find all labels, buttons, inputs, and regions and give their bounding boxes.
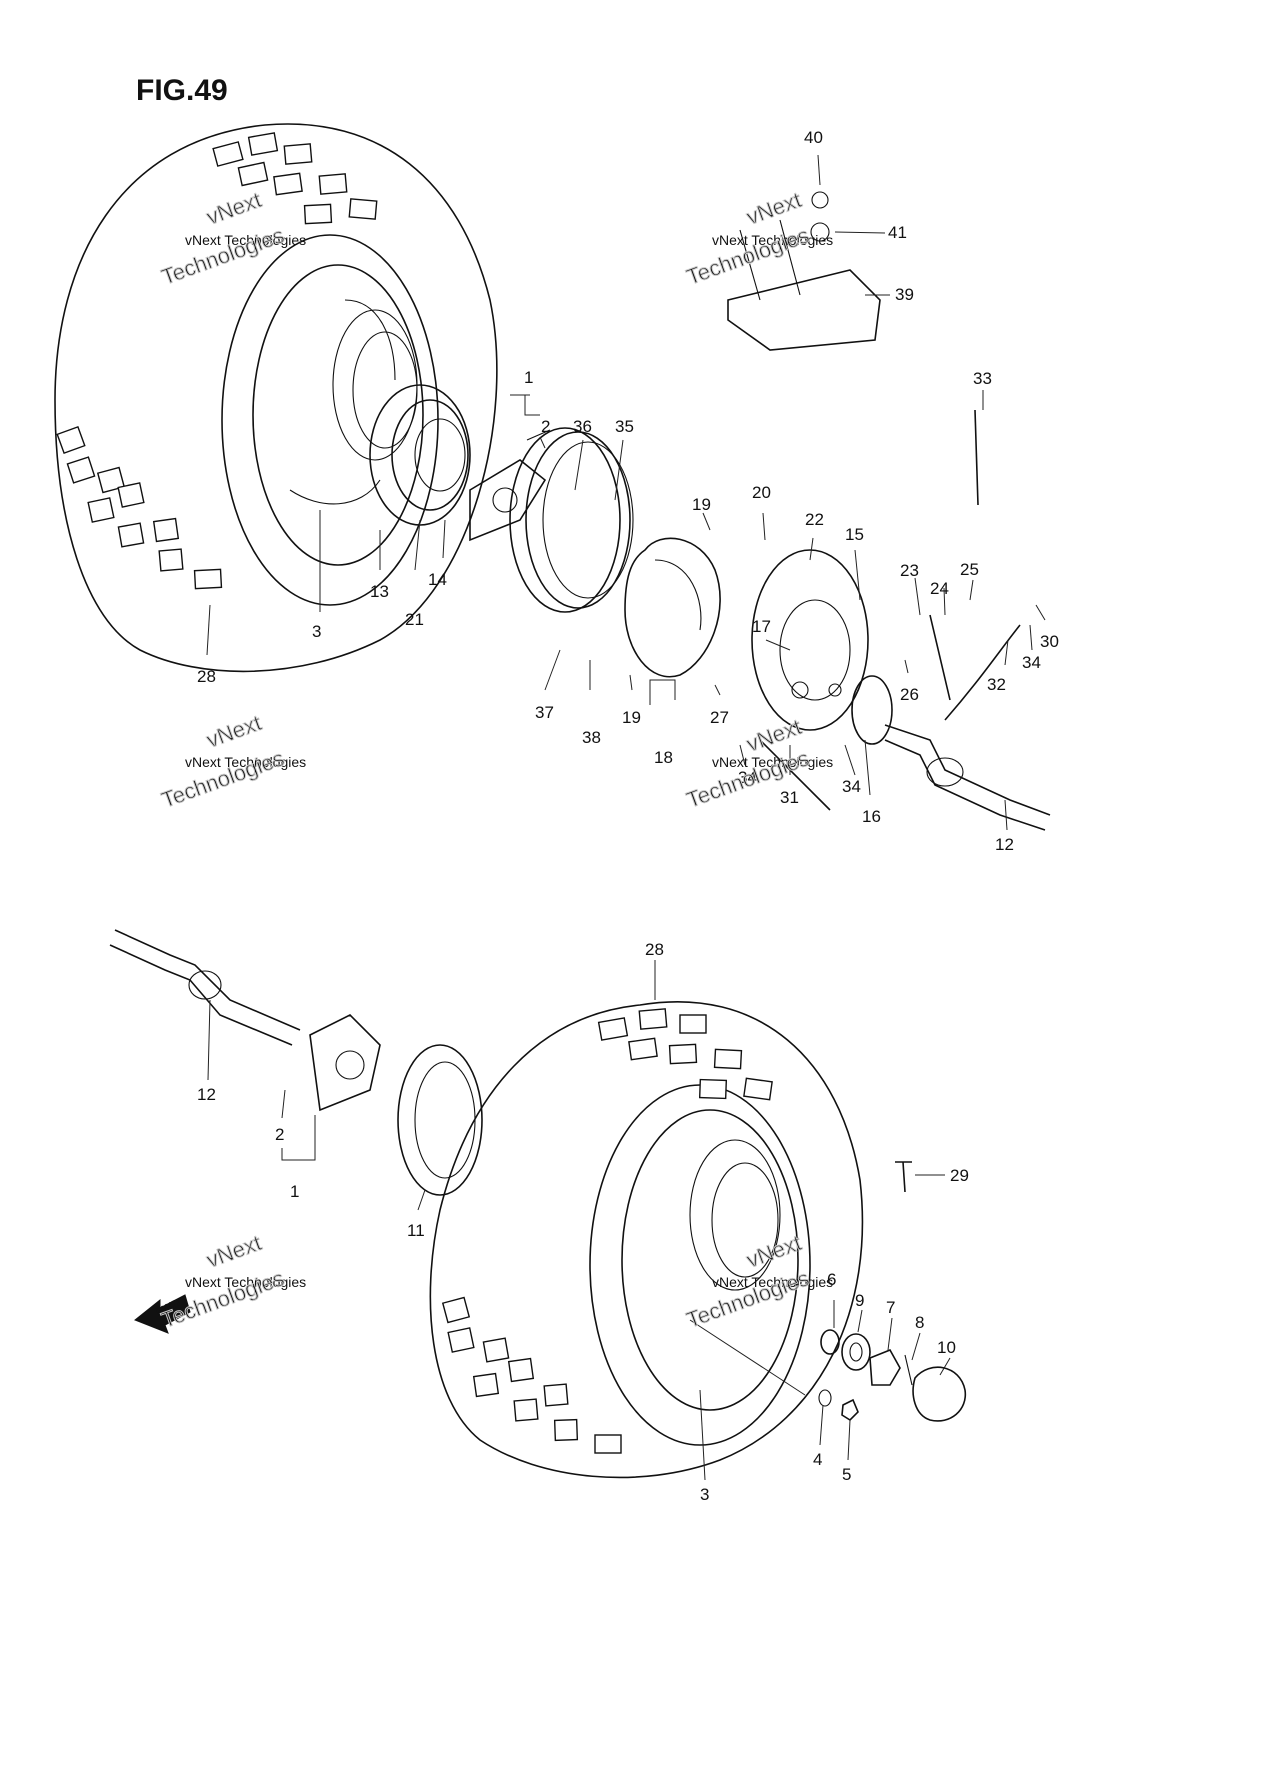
watermark-5: vNext vNext Technologies Technologies xyxy=(158,1229,306,1333)
callout-18: 18 xyxy=(654,748,673,767)
callout-28b: 28 xyxy=(645,940,664,959)
brake-shoes xyxy=(624,537,721,678)
leader-lines xyxy=(206,154,1046,1481)
callout-20: 20 xyxy=(752,483,771,502)
callout-2b: 2 xyxy=(275,1125,284,1144)
callout-25: 25 xyxy=(960,560,979,579)
svg-text:vNext Technologies: vNext Technologies xyxy=(185,232,306,248)
callout-7: 7 xyxy=(886,1298,895,1317)
tread-blocks-upper xyxy=(56,132,378,590)
callout-36: 36 xyxy=(573,417,592,436)
tire-upper xyxy=(54,123,498,673)
callout-15: 15 xyxy=(845,525,864,544)
hub-plate-upper xyxy=(469,429,551,542)
watermark-1: vNext vNext Technologies Technologies xyxy=(158,186,306,290)
callout-5: 5 xyxy=(842,1465,851,1484)
svg-text:vNext Technologies: vNext Technologies xyxy=(712,754,833,770)
upper-wheel-assembly xyxy=(54,123,1051,831)
callout-14: 14 xyxy=(428,570,447,589)
seal-16 xyxy=(851,675,893,745)
callout-38: 38 xyxy=(582,728,601,747)
svg-text:vNext Technologies: vNext Technologies xyxy=(185,754,306,770)
callout-28a: 28 xyxy=(197,667,216,686)
callout-8: 8 xyxy=(915,1313,924,1332)
callout-34c: 34 xyxy=(842,777,861,796)
callout-17: 17 xyxy=(752,617,771,636)
svg-text:vNext: vNext xyxy=(743,1230,804,1273)
lower-wheel-assembly: FWD xyxy=(109,929,967,1479)
svg-text:vNext: vNext xyxy=(203,1230,264,1273)
callout-19b: 19 xyxy=(622,708,641,727)
watermark-3: vNext vNext Technologies Technologies xyxy=(158,709,306,813)
rod-31 xyxy=(759,739,831,811)
hub-lower xyxy=(309,1014,381,1112)
brake-panel xyxy=(751,549,869,731)
tread-blocks-lower xyxy=(441,1008,773,1454)
callout-34b: 34 xyxy=(738,768,757,787)
callout-numbers: 1 2 36 35 19 20 22 15 23 24 25 30 34 32 … xyxy=(197,128,1059,1504)
axle-upper xyxy=(884,724,1051,831)
callout-35: 35 xyxy=(615,417,634,436)
watermark-6: vNext vNext Technologies Technologies xyxy=(683,1229,833,1333)
figure-title: FIG.49 xyxy=(136,74,228,107)
callout-22: 22 xyxy=(805,510,824,529)
callout-24: 24 xyxy=(930,579,949,598)
callout-16: 16 xyxy=(862,807,881,826)
svg-text:vNext: vNext xyxy=(203,187,264,230)
watermark-4: vNext vNext Technologies Technologies xyxy=(683,713,833,813)
brake-drum xyxy=(509,427,634,613)
svg-text:vNext: vNext xyxy=(743,187,804,230)
callout-13: 13 xyxy=(370,582,389,601)
watermark-2: vNext vNext Technologies Technologies xyxy=(683,186,833,290)
svg-text:vNext Technologies: vNext Technologies xyxy=(712,232,833,248)
callout-30: 30 xyxy=(1040,632,1059,651)
hose-32 xyxy=(944,624,1021,721)
hub-fasteners xyxy=(818,1161,967,1422)
callout-1: 1 xyxy=(524,368,533,387)
callout-39: 39 xyxy=(895,285,914,304)
lever-24 xyxy=(929,614,951,701)
rod-33 xyxy=(974,409,979,506)
callout-33: 33 xyxy=(973,369,992,388)
callout-40: 40 xyxy=(804,128,823,147)
callout-21: 21 xyxy=(405,610,424,629)
svg-text:vNext Technologies: vNext Technologies xyxy=(185,1274,306,1290)
callout-6: 6 xyxy=(827,1270,836,1289)
callout-3b: 3 xyxy=(700,1485,709,1504)
callout-9: 9 xyxy=(855,1291,864,1310)
callout-26: 26 xyxy=(900,685,919,704)
callout-37: 37 xyxy=(535,703,554,722)
axle-lower xyxy=(109,929,301,1046)
svg-text:vNext: vNext xyxy=(203,710,264,753)
callout-3a: 3 xyxy=(312,622,321,641)
callout-1b: 1 xyxy=(290,1182,299,1201)
callout-4: 4 xyxy=(813,1450,822,1469)
callout-11: 11 xyxy=(407,1221,425,1240)
callout-19a: 19 xyxy=(692,495,711,514)
callout-12a: 12 xyxy=(995,835,1014,854)
callout-23: 23 xyxy=(900,561,919,580)
ring-11 xyxy=(397,1044,483,1196)
callout-2: 2 xyxy=(541,417,550,436)
callout-34a: 34 xyxy=(1022,653,1041,672)
tire-lower xyxy=(429,1000,864,1479)
callout-27: 27 xyxy=(710,708,729,727)
callout-10: 10 xyxy=(937,1338,956,1357)
callout-12b: 12 xyxy=(197,1085,216,1104)
callout-32: 32 xyxy=(987,675,1006,694)
callout-41: 41 xyxy=(888,223,907,242)
callout-31: 31 xyxy=(780,788,799,807)
callout-29: 29 xyxy=(950,1166,969,1185)
bracket-39 xyxy=(727,191,881,351)
svg-text:vNext Technologies: vNext Technologies xyxy=(712,1274,833,1290)
